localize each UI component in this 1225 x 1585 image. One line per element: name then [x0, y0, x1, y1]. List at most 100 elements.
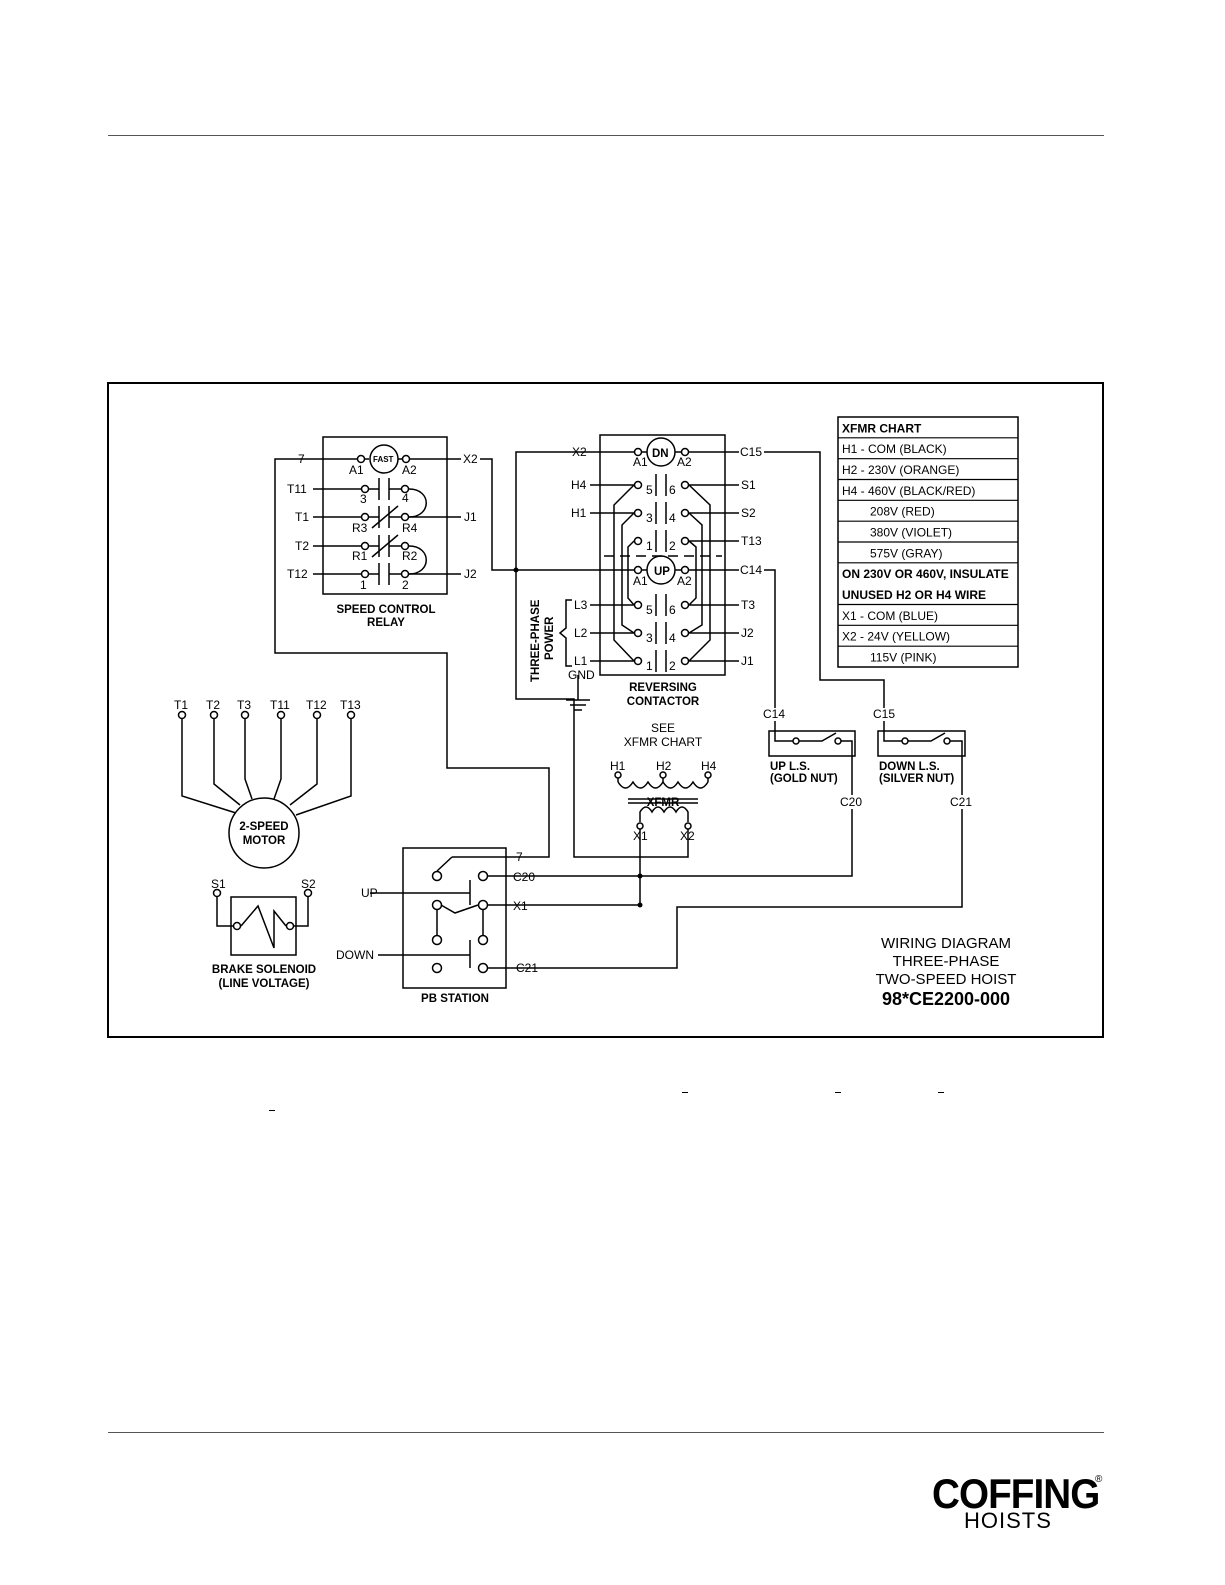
xfmr-chart-row: X2 - 24V (YELLOW)	[842, 630, 950, 644]
motor-t3: T3	[237, 698, 251, 712]
motor-labels: T1 T2 T3 T11 T12 T13 2-SPEED MOTOR	[174, 698, 361, 847]
tick-mark	[682, 1092, 688, 1093]
contactor-a1: A1	[633, 455, 648, 469]
top-rule	[108, 135, 1104, 136]
brake-s1: S1	[211, 877, 226, 891]
limit-switches	[768, 721, 966, 795]
xfmr-chart-row: H4 - 460V (BLACK/RED)	[842, 484, 975, 498]
up-ls-title-2: (GOLD NUT)	[770, 773, 838, 785]
xfmr-h4: H4	[701, 759, 717, 773]
contactor-gnd: GND	[568, 668, 595, 682]
contactor-n1b: 1	[646, 659, 653, 673]
relay-c3: 3	[360, 492, 367, 506]
xfmr-chart-row: XFMR CHART	[842, 421, 922, 435]
contactor-n4: 4	[669, 511, 676, 525]
xfmr-h1: H1	[610, 759, 626, 773]
tick-mark	[269, 1110, 275, 1111]
up-limit-switch	[768, 730, 856, 757]
relay-t12: T12	[287, 567, 308, 581]
contactor-j2: J2	[741, 626, 754, 640]
xfmr-chart: XFMR CHART H1 - COM (BLACK) H2 - 230V (ORA…	[837, 416, 1019, 668]
diagram-title-2: THREE-PHASE	[893, 953, 1000, 970]
contactor-a1b: A1	[633, 574, 648, 588]
relay-coil-label: FAST	[373, 455, 394, 464]
dn-coil-label: DN	[652, 448, 669, 460]
interconnect-wires	[274, 451, 963, 969]
brake-solenoid	[212, 888, 313, 956]
contactor-t3: T3	[741, 598, 755, 612]
xfmr-name: XFMR	[647, 797, 680, 809]
contactor-s2: S2	[741, 506, 756, 520]
limit-labels: C14 C15 UP L.S. (GOLD NUT) DOWN L.S. (SI…	[763, 707, 972, 809]
relay-t11: T11	[287, 482, 307, 496]
contactor-title-2: CONTACTOR	[627, 696, 700, 708]
relay-title-1: SPEED CONTROL	[336, 604, 435, 616]
contactor-n4b: 4	[669, 631, 676, 645]
xfmr-chart-row: 115V (PINK)	[870, 651, 936, 665]
contactor-n6b: 6	[669, 603, 676, 617]
motor-name-1: 2-SPEED	[239, 821, 288, 833]
transformer	[614, 771, 712, 830]
contactor-l3: L3	[574, 598, 588, 612]
xfmr-chart-row: X1 - COM (BLUE)	[842, 609, 938, 623]
contactor-box	[599, 434, 726, 676]
pb-x1: X1	[513, 899, 528, 913]
xfmr-chart-row: ON 230V OR 460V, INSULATE	[842, 567, 1009, 581]
xfmr-chart-row: H1 - COM (BLACK)	[842, 442, 947, 456]
relay-title-2: RELAY	[367, 617, 405, 629]
motor-t1: T1	[174, 698, 188, 712]
pb-down: DOWN	[336, 948, 374, 962]
ls-c15: C15	[873, 707, 895, 721]
two-speed-motor	[177, 710, 356, 869]
xfmr-chart-row: 208V (RED)	[870, 505, 935, 519]
contactor-t13: T13	[741, 534, 762, 548]
brake-labels: S1 S2 BRAKE SOLENOID (LINE VOLTAGE)	[211, 877, 316, 990]
brake-s2: S2	[301, 877, 316, 891]
motor-terminals	[177, 710, 356, 720]
contactor-n5: 5	[646, 483, 653, 497]
tick-mark	[938, 1092, 944, 1093]
ls-c21: C21	[950, 795, 972, 809]
down-ls-title-1: DOWN L.S.	[879, 761, 940, 773]
contactor-l1: L1	[574, 654, 588, 668]
relay-t2: T2	[295, 539, 309, 553]
xfmr-see-2: XFMR CHART	[624, 735, 703, 749]
pb-labels: UP DOWN 7 C20 X1 C21 PB STATION	[336, 850, 538, 1005]
motor-name-2: MOTOR	[243, 835, 286, 847]
motor-t11: T11	[270, 698, 290, 712]
pb-c20: C20	[513, 870, 535, 884]
down-limit-switch	[877, 730, 966, 757]
ls-c20: C20	[840, 795, 862, 809]
contactor-n3: 3	[646, 511, 653, 525]
logo-subtitle: HOISTS	[964, 1508, 1052, 1533]
pb-title: PB STATION	[421, 993, 489, 1005]
diagram-title-1: WIRING DIAGRAM	[881, 935, 1011, 952]
title-block: WIRING DIAGRAM THREE-PHASE TWO-SPEED HOI…	[876, 935, 1017, 1009]
relay-x2: X2	[463, 452, 478, 466]
logo-registered-mark: ®	[1095, 1474, 1103, 1485]
xfmr-chart-row: UNUSED H2 OR H4 WIRE	[842, 588, 986, 602]
diagram-border	[107, 382, 1104, 1038]
xfmr-chart-row: H2 - 230V (ORANGE)	[842, 463, 959, 477]
power-label-1: THREE-PHASE	[530, 599, 542, 682]
logo-brand: COFFING	[932, 1470, 1100, 1517]
relay-a1: A1	[349, 463, 364, 477]
xfmr-see-1: SEE	[651, 721, 675, 735]
contactor-h1: H1	[571, 506, 587, 520]
brake-title-1: BRAKE SOLENOID	[212, 964, 316, 976]
contactor-a2b: A2	[677, 574, 692, 588]
contactor-l2: L2	[574, 626, 588, 640]
xfmr-chart-row: 380V (VIOLET)	[870, 526, 952, 540]
contactor-a2: A2	[677, 455, 692, 469]
contactor-j1: J1	[741, 654, 754, 668]
brake-title-2: (LINE VOLTAGE)	[219, 978, 310, 990]
xfmr-chart-row: 575V (GRAY)	[870, 546, 942, 560]
relay-t1: T1	[295, 510, 309, 524]
xfmr-labels: SEE XFMR CHART H1 H2 H4 XFMR X1 X2	[610, 721, 717, 843]
contactor-h4: H4	[571, 478, 587, 492]
motor-t13: T13	[340, 698, 361, 712]
relay-j2: J2	[464, 567, 477, 581]
relay-c4: 4	[402, 491, 409, 505]
down-ls-title-2: (SILVER NUT)	[879, 773, 954, 785]
